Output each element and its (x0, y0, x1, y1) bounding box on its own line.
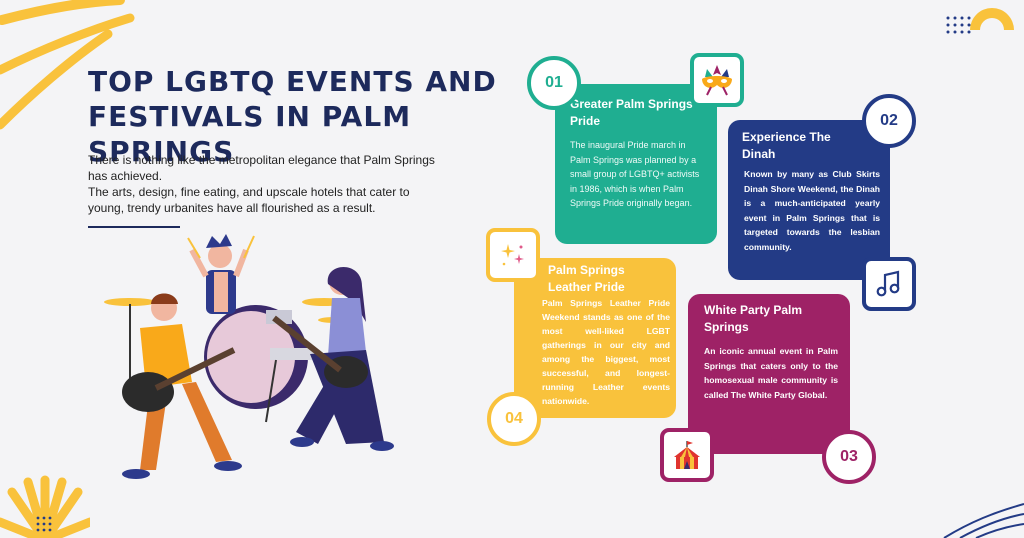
mardi-gras-mask-icon (702, 65, 732, 96)
event-number-badge-04: 04 (487, 392, 541, 446)
music-note-icon (876, 270, 900, 297)
intro-text: There is nothing like the metropolitan e… (88, 152, 448, 216)
intro-paragraph-1: There is nothing like the metropolitan e… (88, 153, 435, 183)
event-icon-box-01 (690, 53, 744, 107)
event-title-04: Palm Springs Leather Pride (548, 263, 625, 294)
event-card-03: White Party Palm Springs An iconic annua… (688, 294, 850, 454)
title-divider (88, 226, 180, 228)
event-title-03: White Party Palm Springs (704, 303, 803, 334)
dots-and-arc-top-right-decoration (946, 8, 1014, 34)
intro-paragraph-2: The arts, design, fine eating, and upsca… (88, 185, 410, 215)
yellow-swoosh-top-left-decoration (0, 0, 135, 130)
event-body-03: An iconic annual event in Palm Springs t… (704, 346, 838, 400)
event-body-04: Palm Springs Leather Pride Weekend stand… (542, 298, 670, 406)
circus-tent-icon (674, 441, 700, 469)
event-title-01: Greater Palm Springs Pride (570, 97, 693, 128)
sparkles-icon (501, 244, 524, 266)
event-title-02: Experience The Dinah (742, 130, 831, 161)
event-card-02: Experience The Dinah Known by many as Cl… (728, 120, 890, 280)
event-body-01: The inaugural Pride march in Palm Spring… (570, 140, 700, 208)
event-body-02: Known by many as Club Skirts Dinah Shore… (744, 169, 880, 252)
band-playing-illustration (104, 234, 394, 479)
page-title: TOP LGBTQ EVENTS AND FESTIVALS IN PALM S… (88, 65, 497, 168)
blue-lines-bottom-right-decoration (943, 503, 1024, 538)
event-icon-box-02 (862, 257, 916, 311)
event-icon-box-03 (660, 428, 714, 482)
sun-burst-bottom-left-decoration (0, 475, 90, 538)
event-card-01: Greater Palm Springs Pride The inaugural… (555, 84, 717, 244)
event-number-badge-01: 01 (527, 56, 581, 110)
event-number-badge-02: 02 (862, 94, 916, 148)
event-icon-box-04 (486, 228, 540, 282)
event-card-04: Palm Springs Leather Pride Palm Springs … (514, 258, 676, 418)
event-number-badge-03: 03 (822, 430, 876, 484)
